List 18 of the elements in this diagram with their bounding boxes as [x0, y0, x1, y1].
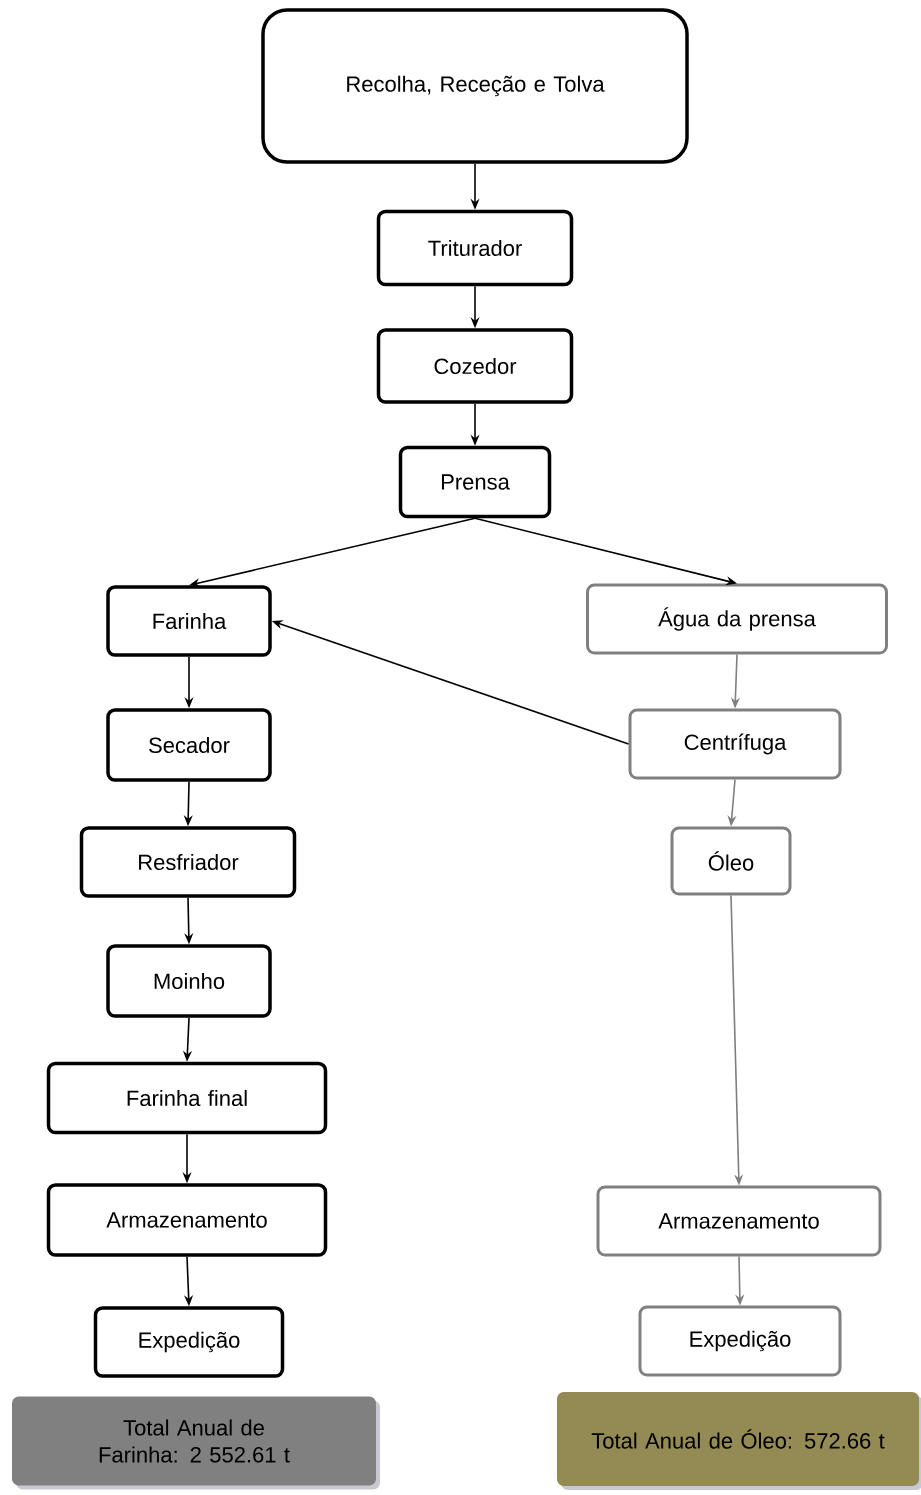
process-box: Cozedor — [376, 328, 574, 404]
process-box: Farinha final — [46, 1061, 328, 1135]
process-box: Prensa — [398, 445, 552, 519]
process-box: Resfriador — [79, 826, 297, 898]
process-box: Recolha, Receção e Tolva — [261, 8, 689, 164]
process-box: Farinha — [106, 585, 272, 657]
total-box: Total Anual de Farinha: 2 552.61 t — [12, 1396, 380, 1490]
process-box: Expedição — [93, 1306, 285, 1378]
process-box: Triturador — [376, 209, 574, 287]
process-box: Centrífuga — [628, 708, 842, 780]
process-box: Óleo — [670, 826, 792, 896]
total-box: Total Anual de Óleo: 572.66 t — [557, 1392, 921, 1490]
process-box: Expedição — [638, 1305, 842, 1377]
process-box: Água da prensa — [586, 583, 888, 655]
process-box: Secador — [106, 708, 272, 782]
process-box: Armazenamento — [46, 1183, 328, 1257]
process-box: Armazenamento — [596, 1185, 882, 1257]
process-box: Moinho — [106, 944, 272, 1018]
